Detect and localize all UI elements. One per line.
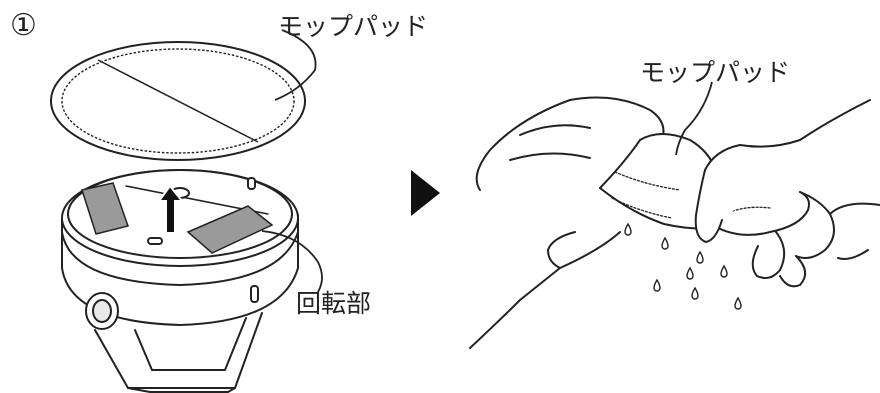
- water-drops: [624, 222, 742, 310]
- rotating-part-label: 回転部: [296, 289, 372, 318]
- leader-line-mop-right: [675, 81, 713, 156]
- leader-line-mop-left: [274, 29, 317, 101]
- lift-arrow-icon: [157, 184, 185, 234]
- leader-line-rotor: [261, 230, 323, 293]
- hands-wringing-pad: [469, 96, 880, 349]
- mop-pad-disc: [50, 41, 306, 161]
- velcro-patch-right: [186, 205, 274, 254]
- next-step-arrow-icon: [411, 170, 440, 216]
- step-number: ①: [10, 8, 37, 43]
- mop-pad-label-left: モップパッド: [278, 12, 429, 41]
- velcro-patch-left: [81, 182, 129, 235]
- mop-pad-label-right: モップパッド: [640, 58, 791, 87]
